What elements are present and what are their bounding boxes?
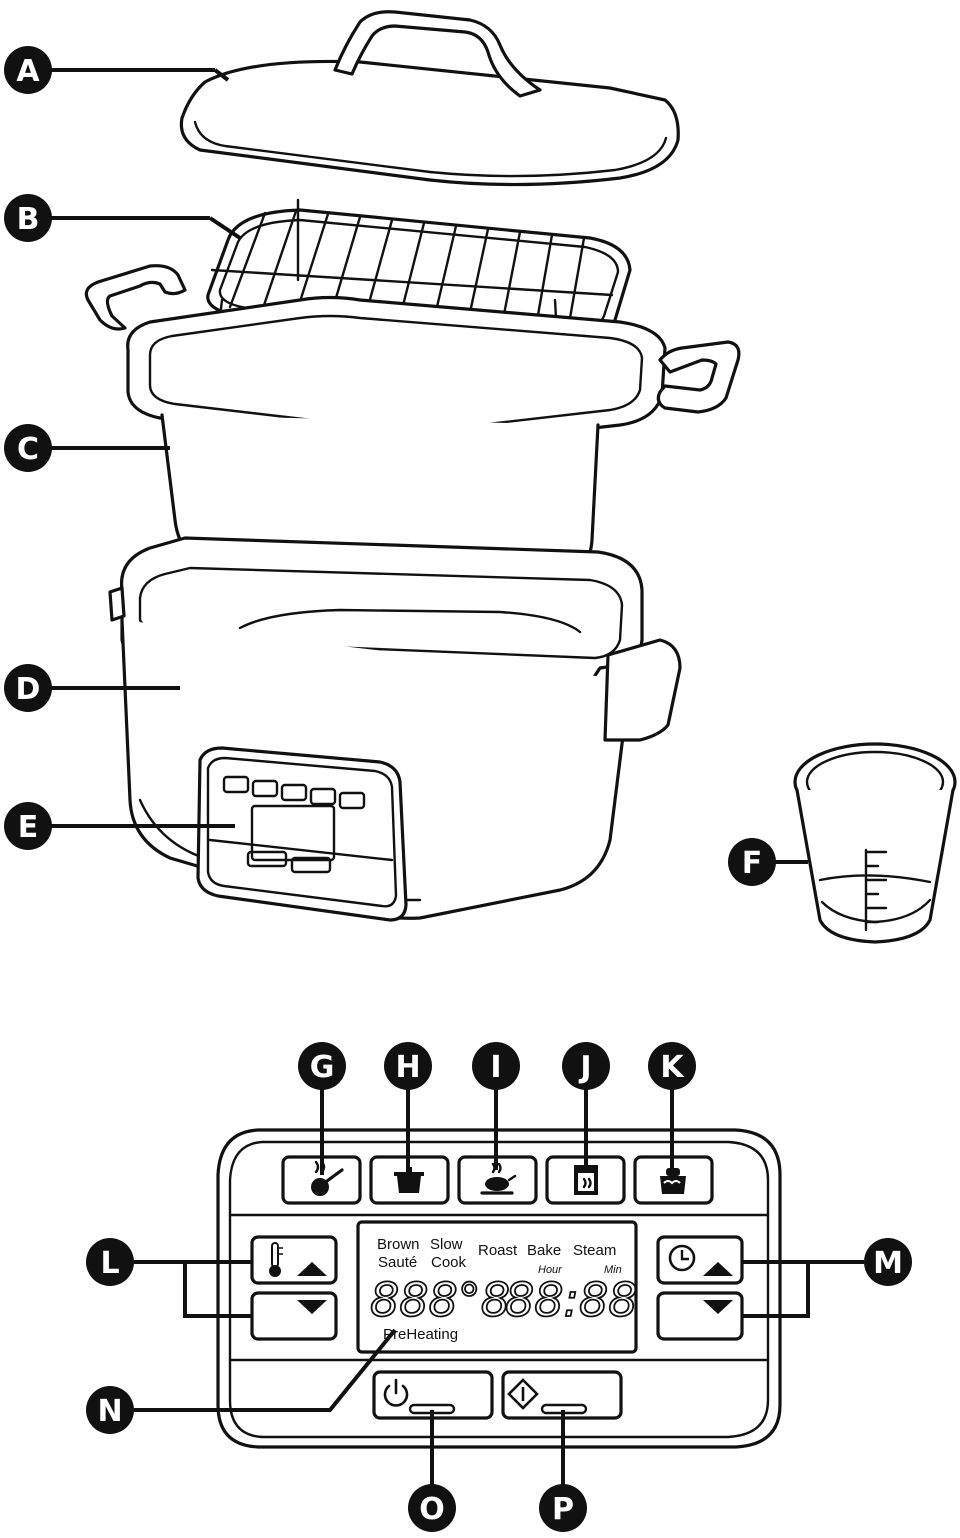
callout-e: E [4,802,52,850]
svg-text:C: C [17,432,39,467]
temperature-up-button[interactable] [250,1235,338,1285]
svg-text:O: O [419,1492,445,1527]
roast-button[interactable] [457,1155,538,1205]
callout-n: N [86,1386,134,1434]
bake-button[interactable] [545,1155,626,1205]
control-panel-housing [196,746,408,922]
lcd-display: Brown Sauté Slow Cook Roast Bake Steam H… [356,1220,638,1354]
callout-b: B [4,194,52,242]
svg-text:A: A [16,54,40,89]
thermometer-icon [269,1242,283,1277]
callout-l: L [86,1238,134,1286]
svg-text:E: E [18,810,39,845]
svg-text:D: D [16,672,41,707]
callout-f: F [728,838,776,886]
svg-text:F: F [742,846,763,881]
measuring-cup [793,742,957,944]
clock-icon [668,1244,696,1272]
svg-text:G: G [310,1050,335,1085]
svg-text:I: I [490,1050,501,1085]
svg-text:P: P [552,1492,574,1527]
timer-down-button[interactable] [656,1291,744,1341]
down-arrow-icon [297,1300,327,1314]
timer-up-button[interactable] [656,1235,744,1285]
mode-saute: Sauté [378,1254,417,1271]
mode-roast: Roast [478,1242,518,1259]
callout-d: D [4,664,52,712]
callout-o: O [408,1484,456,1532]
callout-i: I [472,1042,520,1090]
up-arrow-icon [703,1262,733,1276]
svg-text:K: K [660,1050,685,1085]
callout-a: A [4,46,52,94]
svg-text:J: J [578,1050,591,1085]
lid [179,10,680,187]
callout-j: J [562,1042,610,1090]
oven-icon [574,1165,598,1195]
mode-cook: Cook [431,1254,467,1271]
svg-text:L: L [100,1246,119,1281]
svg-text:H: H [395,1050,420,1085]
cup-scale-marks [864,848,888,932]
min-label: Min [604,1264,622,1276]
steam-pot-icon [660,1168,686,1194]
temperature-readout: 888°8 [370,1273,510,1327]
callout-h: H [384,1042,432,1090]
mode-slow: Slow [430,1236,463,1253]
steam-button[interactable] [633,1155,714,1205]
mode-bake: Bake [527,1242,561,1259]
power-button[interactable] [372,1370,494,1420]
svg-text:M: M [873,1246,903,1281]
callout-c: C [4,424,52,472]
svg-text:N: N [97,1394,122,1429]
callout-m: M [864,1238,912,1286]
svg-text:B: B [17,202,40,237]
mode-brown: Brown [377,1236,420,1253]
callout-p: P [539,1484,587,1532]
down-arrow-icon [703,1300,733,1314]
time-readout: 88:88 [505,1273,638,1327]
callout-k: K [648,1042,696,1090]
mode-steam: Steam [573,1242,616,1259]
preheating-indicator: PreHeating [383,1326,458,1343]
up-arrow-icon [297,1262,327,1276]
power-icon [383,1378,409,1407]
callout-g: G [298,1042,346,1090]
temperature-down-button[interactable] [250,1291,338,1341]
control-panel-detail [216,1128,782,1449]
start-icon [507,1378,539,1410]
hour-label: Hour [538,1264,563,1276]
